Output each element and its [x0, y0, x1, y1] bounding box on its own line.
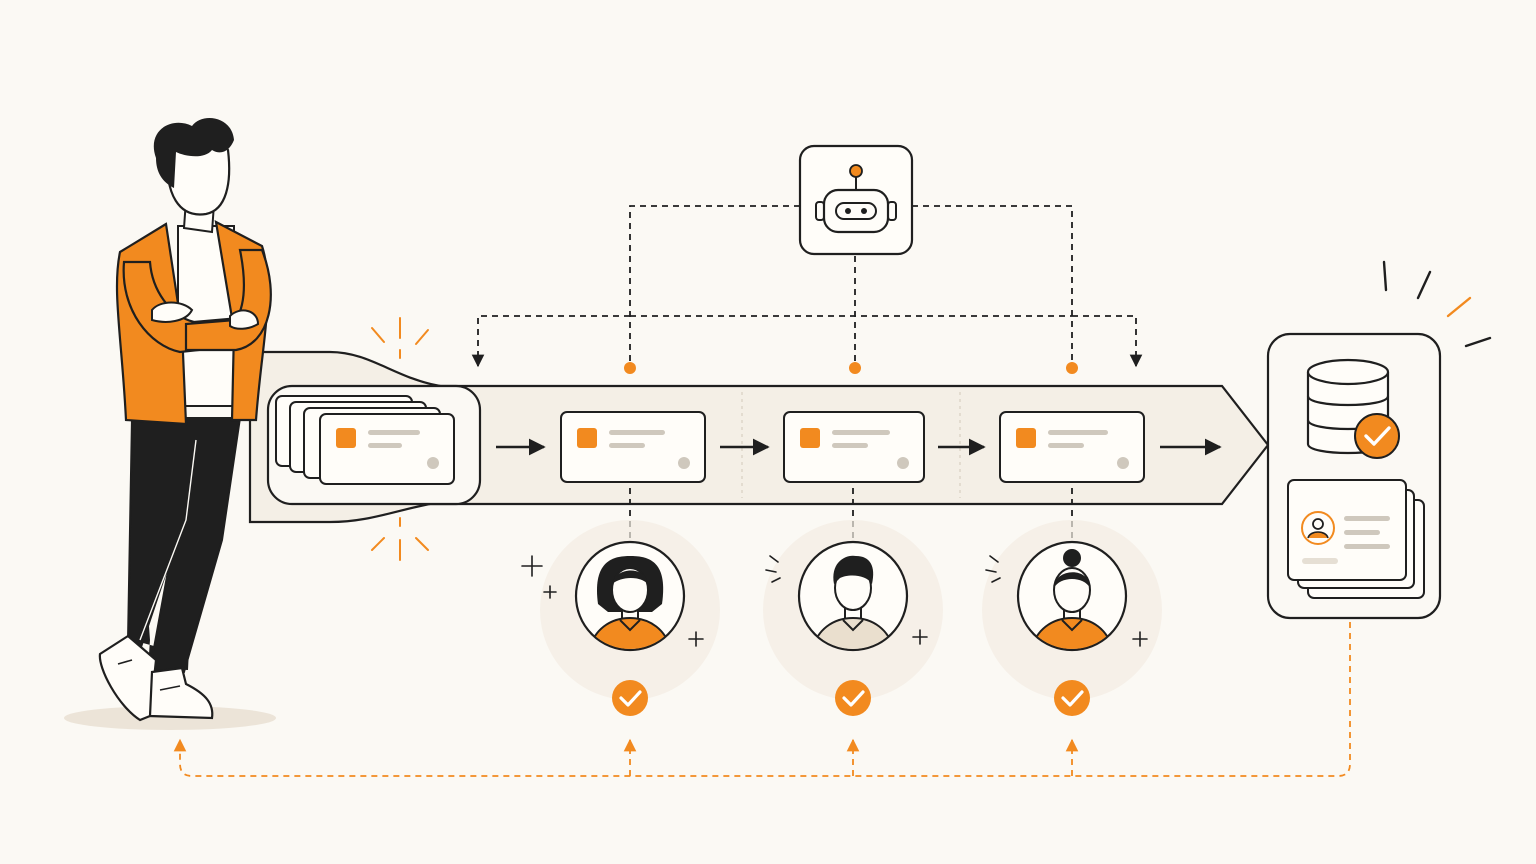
task-card-icon — [560, 411, 706, 483]
burst-lines — [1382, 260, 1492, 348]
robot-icon — [798, 144, 914, 256]
reviewer-connectors — [629, 488, 1073, 540]
check-circle-icon — [1354, 413, 1400, 459]
orchestrator-endpoints — [624, 362, 1078, 374]
profile-card-icon — [1287, 479, 1425, 599]
task-card-icon — [999, 411, 1145, 483]
reviewer-woman-bun-icon — [982, 520, 1162, 700]
feedback-connectors — [173, 622, 1351, 777]
person-arms-crossed-icon — [64, 117, 276, 730]
sparkle-icons — [521, 555, 1148, 647]
task-card-icon — [783, 411, 925, 483]
reviewer-woman-bob-icon — [540, 520, 720, 700]
check-circle-icon — [612, 680, 648, 716]
spark-lines — [371, 317, 429, 561]
check-circle-icon — [835, 680, 871, 716]
check-circle-icon — [1054, 680, 1090, 716]
reviewer-man-icon — [763, 520, 943, 700]
orchestrator-connectors — [471, 205, 1143, 368]
card-stack-icon — [275, 395, 455, 485]
